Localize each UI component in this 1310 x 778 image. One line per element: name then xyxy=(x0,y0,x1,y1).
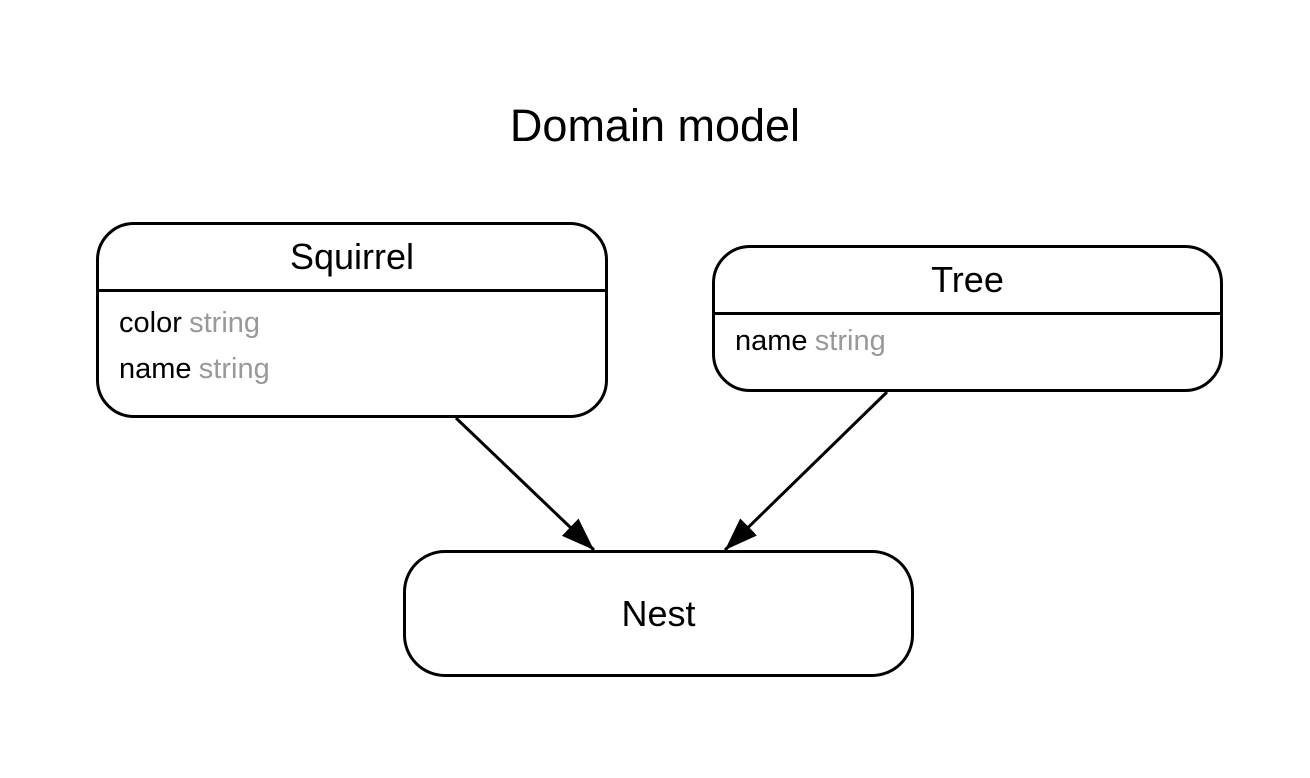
edge-squirrel-to-nest xyxy=(454,416,596,552)
node-tree-title: Tree xyxy=(715,248,1220,315)
edge-tree-to-nest xyxy=(723,390,889,552)
attribute-type: string xyxy=(189,307,261,339)
attribute-type: string xyxy=(198,353,270,385)
attribute-type: string xyxy=(814,325,886,357)
attribute-name: name xyxy=(735,325,808,357)
diagram-title: Domain model xyxy=(509,100,801,151)
attribute-name: color xyxy=(119,307,182,339)
node-nest-title: Nest xyxy=(621,592,696,634)
node-nest: Nest xyxy=(403,550,914,677)
node-squirrel-title: Squirrel xyxy=(99,225,605,292)
attribute-name: name xyxy=(119,353,192,385)
